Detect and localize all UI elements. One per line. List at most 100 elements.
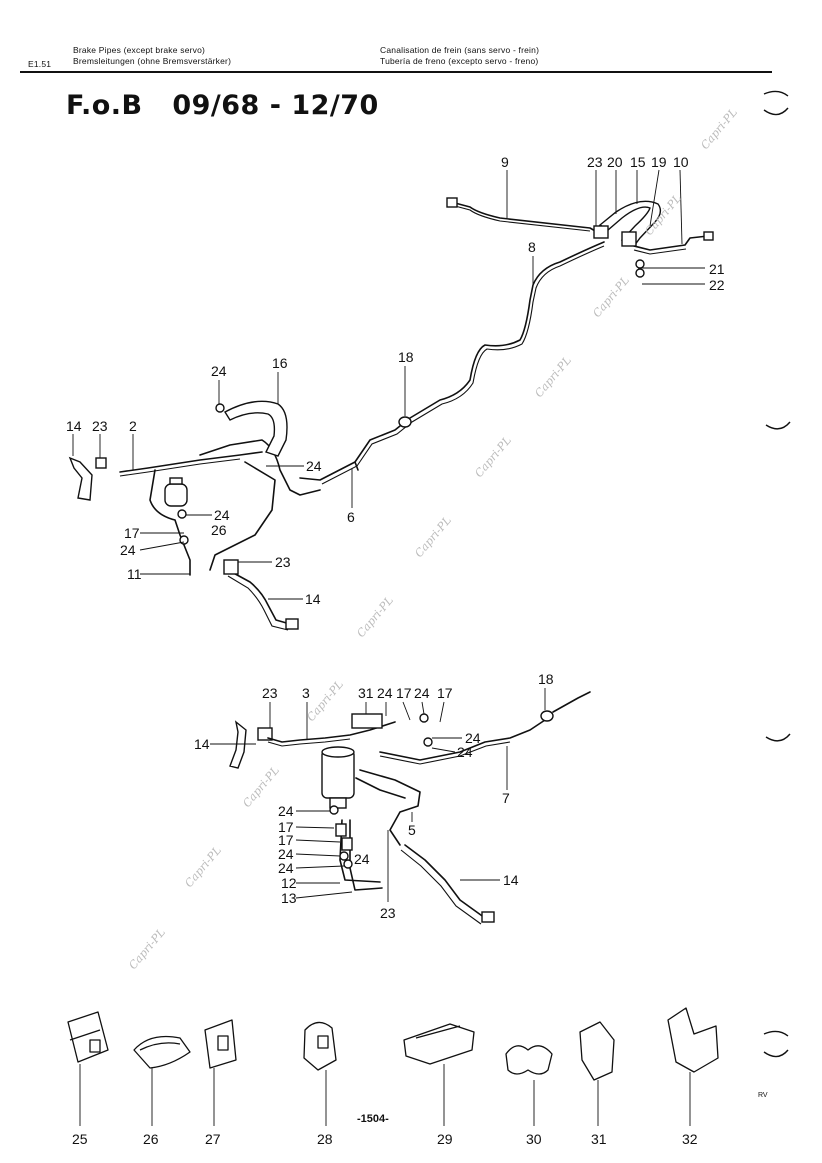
pipe-18-tail — [552, 691, 591, 713]
callout-label: 24 — [120, 542, 136, 558]
header-left: Brake Pipes (except brake servo) Bremsle… — [73, 45, 231, 67]
callout-label: 23 — [380, 905, 396, 921]
watermark: Capri-PL — [126, 926, 168, 972]
washer-21 — [635, 259, 645, 269]
clip-24-top — [419, 713, 429, 723]
pipe-5b — [355, 777, 406, 799]
clip-26 — [133, 1035, 191, 1126]
clip-label: 32 — [682, 1131, 698, 1147]
page-title: F.o.B 09/68 - 12/70 — [66, 90, 379, 121]
pipe-7-edge — [379, 741, 511, 765]
callout-label: 24 — [354, 851, 370, 867]
hose-16 — [224, 400, 288, 457]
watermark: Capri-PL — [304, 678, 346, 724]
pipe-front-right — [199, 439, 321, 496]
pipe-2 — [119, 451, 263, 473]
sleeve-17 — [335, 823, 347, 837]
watermark: Capri-PL — [698, 106, 740, 152]
callout-label: 5 — [408, 822, 416, 838]
clip-24 — [329, 805, 339, 815]
sleeve-17 — [341, 837, 353, 851]
callout-label: 21 — [709, 261, 725, 277]
pipe-3-edge — [267, 738, 351, 747]
t-piece-19 — [621, 231, 637, 247]
bracket-23-lower-left — [257, 727, 273, 741]
callout-label: 20 — [607, 154, 623, 170]
clip-31 — [579, 1021, 615, 1126]
pipe-9-edge — [454, 205, 591, 232]
callout-label: 17 — [278, 819, 294, 835]
callout-label: 24 — [465, 730, 481, 746]
leader — [679, 169, 683, 245]
watermark: Capri-PL — [472, 434, 514, 480]
pipe-10-union — [703, 231, 714, 241]
pipe-12 — [339, 819, 381, 883]
callout-label: 24 — [457, 744, 473, 760]
clip-27 — [204, 1019, 237, 1126]
clip-28 — [303, 1021, 337, 1126]
callout-label: 22 — [709, 277, 725, 293]
callout-label: 24 — [278, 803, 294, 819]
pipe-2-edge — [119, 458, 241, 477]
pipe-10 — [633, 235, 709, 251]
binder-mark — [763, 90, 789, 97]
callout-label: 23 — [92, 418, 108, 434]
leader — [402, 701, 411, 721]
callout-label: 23 — [587, 154, 603, 170]
callout-label: 9 — [501, 154, 509, 170]
hose-14-right — [404, 844, 486, 919]
hose-14-left — [68, 456, 93, 501]
watermark: Capri-PL — [182, 844, 224, 890]
callout-label: 7 — [502, 790, 510, 806]
callout-label: 24 — [214, 507, 230, 523]
callout-label: 6 — [347, 509, 355, 525]
clip-label: 28 — [317, 1131, 333, 1147]
callout-label: 19 — [651, 154, 667, 170]
callout-label: 14 — [305, 591, 321, 607]
binder-marks — [763, 90, 791, 1058]
header-rule — [20, 71, 772, 73]
pipe-7 — [379, 719, 546, 761]
callout-label: 18 — [398, 349, 414, 365]
callout-label: 10 — [673, 154, 689, 170]
watermark: Capri-PL — [590, 274, 632, 320]
clip-32 — [667, 1007, 719, 1126]
pipe-front-left — [209, 461, 276, 571]
clips-row — [67, 1007, 719, 1126]
pipe-3 — [267, 721, 396, 743]
watermarks: Capri-PL Capri-PL Capri-PL Capri-PL Capr… — [126, 106, 740, 972]
pipe-9-union — [446, 197, 458, 208]
callout-label: 17 — [396, 685, 412, 701]
leader — [421, 701, 425, 715]
callout-label: 11 — [127, 566, 142, 582]
bracket-23-lower — [223, 559, 239, 575]
watermark: Capri-PL — [532, 354, 574, 400]
leader — [139, 541, 185, 551]
pipe-6 — [354, 461, 359, 471]
callout-label: 8 — [528, 239, 536, 255]
callout-label: 14 — [503, 872, 519, 888]
binder-mark — [763, 1049, 789, 1058]
upper-assembly — [68, 197, 714, 631]
clip-30 — [505, 1045, 553, 1126]
callout-label: 24 — [414, 685, 430, 701]
clip-24-right — [423, 737, 433, 747]
callout-label: 13 — [281, 890, 297, 906]
section-code: E1.51 — [28, 59, 52, 69]
leader — [439, 701, 445, 723]
callout-label: 24 — [278, 860, 294, 876]
callout-label: 24 — [306, 458, 322, 474]
union-18 — [398, 416, 412, 428]
clip-24-mid — [177, 509, 187, 519]
clip-24-top — [215, 403, 225, 413]
clip-labels: 25 26 27 28 29 30 31 32 — [72, 1131, 698, 1147]
pipe-9 — [454, 202, 605, 237]
watermark: Capri-PL — [354, 594, 396, 640]
binder-mark — [763, 1030, 789, 1037]
clip-25 — [67, 1011, 109, 1126]
hose-14-right-union — [481, 911, 495, 923]
bolt-22 — [635, 268, 645, 278]
watermark: Capri-PL — [240, 764, 282, 810]
callout-label: 15 — [630, 154, 646, 170]
